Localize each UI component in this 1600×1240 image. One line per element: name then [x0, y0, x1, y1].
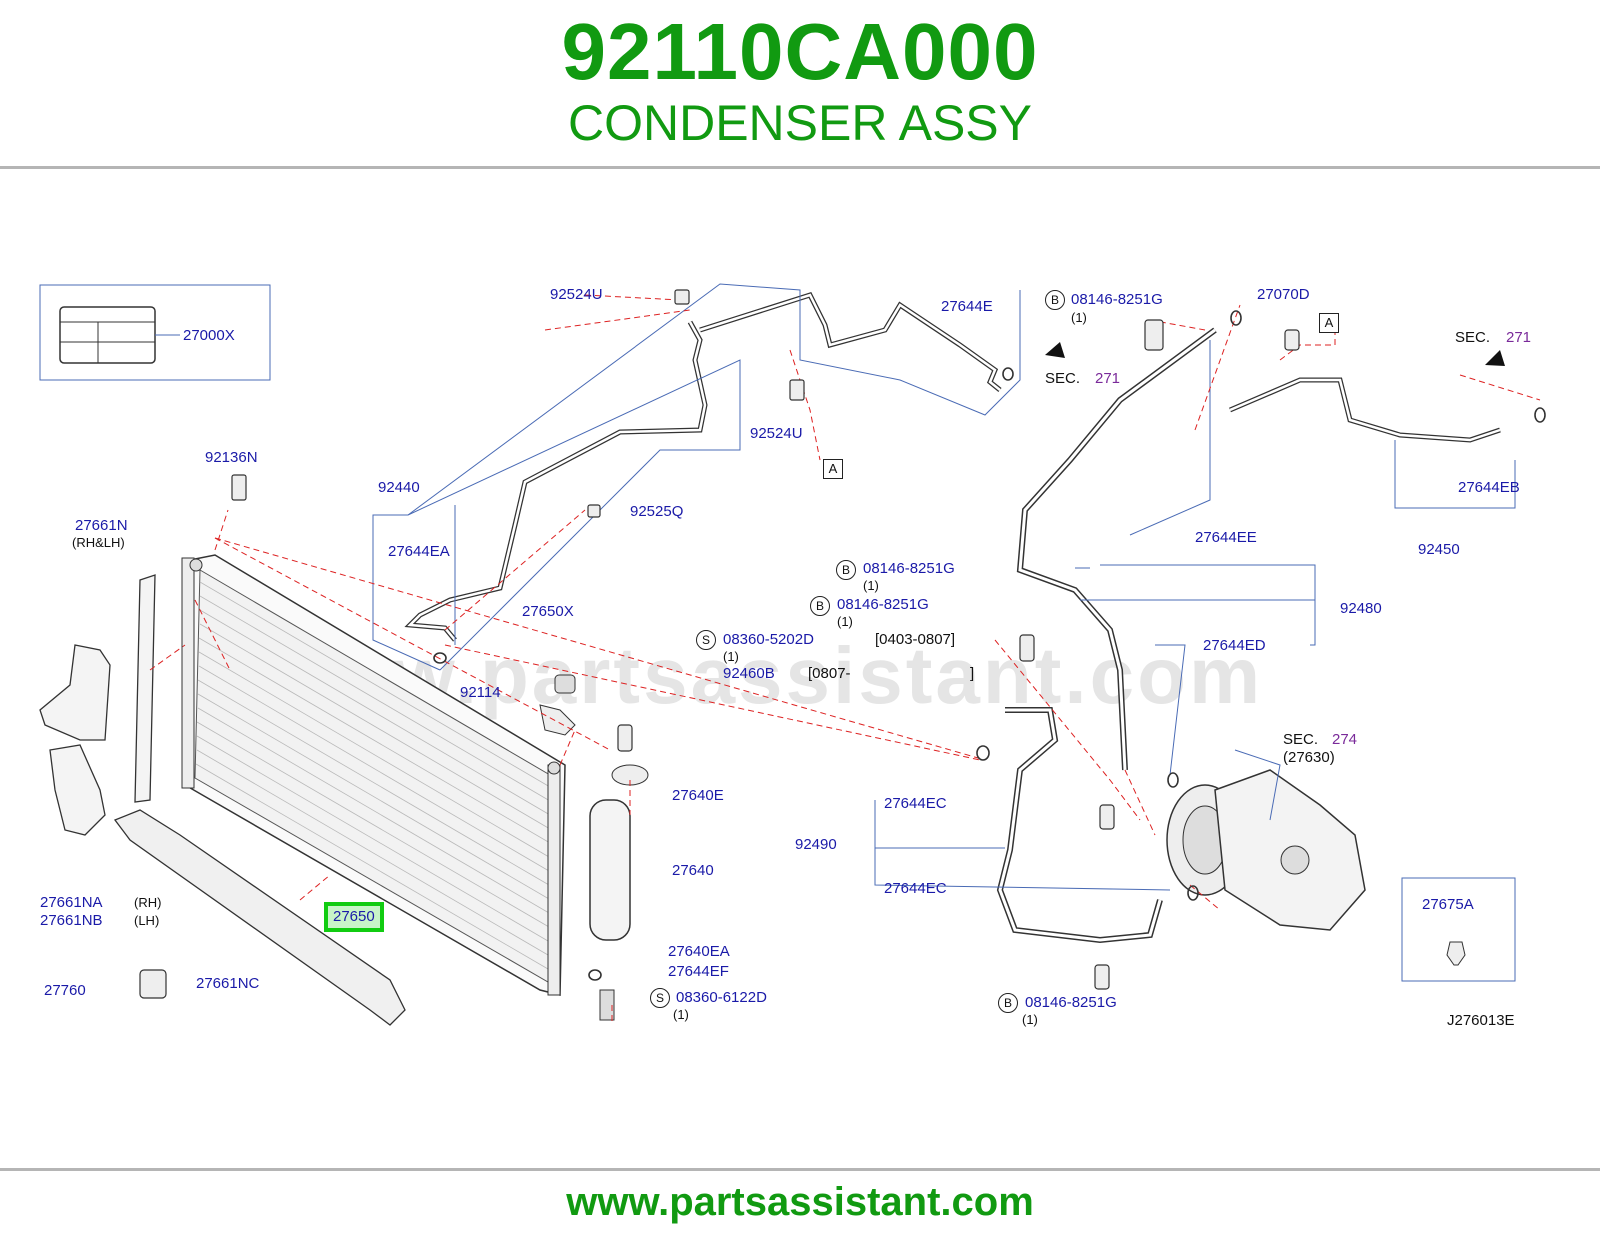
- callout-92450: 92450: [1418, 541, 1460, 558]
- qty-08146-bottom: (1): [1022, 1012, 1038, 1027]
- callout-92490: 92490: [795, 836, 837, 853]
- callout-27760: 27760: [44, 982, 86, 999]
- callout-08360-6122D: 08360-6122D: [676, 989, 767, 1006]
- callout-27661NC: 27661NC: [196, 975, 260, 992]
- sec-271-mid: 271: [1095, 370, 1121, 387]
- qty-08146-m1: (1): [863, 578, 879, 593]
- callout-92440: 92440: [378, 479, 420, 496]
- sec-label-mid: SEC.: [1045, 370, 1081, 387]
- callout-08146-m2: 08146-8251G: [837, 596, 929, 613]
- callout-92525Q: 92525Q: [630, 503, 684, 520]
- compressor-drawing: [1166, 769, 1366, 931]
- callout-27644EE: 27644EE: [1195, 529, 1257, 546]
- callout-27000X: 27000X: [183, 327, 235, 344]
- sec-label-right: SEC.: [1455, 329, 1491, 346]
- date-range-2: [0807-: [808, 665, 851, 682]
- callout-27661N: 27661N: [75, 517, 128, 534]
- s-mark-top: S: [696, 630, 716, 650]
- note-lh: (LH): [134, 913, 160, 928]
- date-range-2-end: ]: [970, 665, 975, 682]
- parts-diagram: www.partsassistant.com: [0, 270, 1600, 1070]
- b-mark-bottom: B: [998, 993, 1018, 1013]
- callout-08146-top: 08146-8251G: [1071, 291, 1163, 308]
- callout-27644EA: 27644EA: [388, 543, 450, 560]
- callout-92480: 92480: [1340, 600, 1382, 617]
- s-mark-bottom: S: [650, 988, 670, 1008]
- callout-27644EB: 27644EB: [1458, 479, 1520, 496]
- highlighted-part-27650[interactable]: 27650: [324, 902, 384, 932]
- diagram-code: J276013E: [1447, 1012, 1515, 1029]
- callout-27644ED: 27644ED: [1203, 637, 1266, 654]
- callout-27640EA: 27640EA: [668, 943, 730, 960]
- qty-08360-6122D: (1): [673, 1007, 689, 1022]
- condenser-core-drawing: [181, 554, 566, 996]
- footer-url[interactable]: www.partsassistant.com: [566, 1180, 1034, 1224]
- ref-mark-a-top: A: [1319, 313, 1339, 333]
- callout-27650X: 27650X: [522, 603, 574, 620]
- callout-92114: 92114: [460, 684, 501, 701]
- callout-27070D: 27070D: [1257, 286, 1310, 303]
- qty-08146-top: (1): [1071, 310, 1087, 325]
- note-rh-lh: (RH&LH): [72, 535, 125, 550]
- callout-27640: 27640: [672, 862, 714, 879]
- b-mark-m1: B: [836, 560, 856, 580]
- callout-08146-bottom: 08146-8251G: [1025, 994, 1117, 1011]
- note-rh: (RH): [134, 895, 162, 910]
- callout-92524U-mid: 92524U: [750, 425, 803, 442]
- b-mark-top: B: [1045, 290, 1065, 310]
- sec-label-compressor: SEC.: [1283, 731, 1319, 748]
- callout-27644EC-2: 27644EC: [884, 880, 947, 897]
- callout-27675A: 27675A: [1422, 896, 1474, 913]
- qty-08360-5202D: (1): [723, 649, 739, 664]
- qty-08146-m2: (1): [837, 614, 853, 629]
- date-range-1: [0403-0807]: [875, 631, 956, 648]
- callout-92136N: 92136N: [205, 449, 258, 466]
- callout-27640E: 27640E: [672, 787, 724, 804]
- footer-divider: [0, 1168, 1600, 1171]
- callout-08360-5202D: 08360-5202D: [723, 631, 814, 648]
- diagram-drawing: [39, 283, 1546, 1026]
- sec-274: 274: [1332, 731, 1358, 748]
- sec-271-right: 271: [1506, 329, 1532, 346]
- callout-92460B: 92460B: [723, 665, 775, 682]
- callout-92524U-top: 92524U: [550, 286, 603, 303]
- header-divider: [0, 166, 1600, 169]
- part-name-subtitle: CONDENSER ASSY: [567, 95, 1032, 151]
- callout-27644EC-1: 27644EC: [884, 795, 947, 812]
- sec-ref-27630: (27630): [1283, 749, 1335, 766]
- page-header: 92110CA000 CONDENSER ASSY: [0, 0, 1600, 168]
- callout-27644EF: 27644EF: [668, 963, 729, 980]
- ref-mark-a-mid: A: [823, 459, 843, 479]
- callout-27661NB: 27661NB: [40, 912, 103, 929]
- callout-27661NA: 27661NA: [40, 894, 103, 911]
- callout-08146-m1: 08146-8251G: [863, 560, 955, 577]
- callout-27644E: 27644E: [941, 298, 993, 315]
- b-mark-m2: B: [810, 596, 830, 616]
- part-number-title: 92110CA000: [561, 7, 1039, 96]
